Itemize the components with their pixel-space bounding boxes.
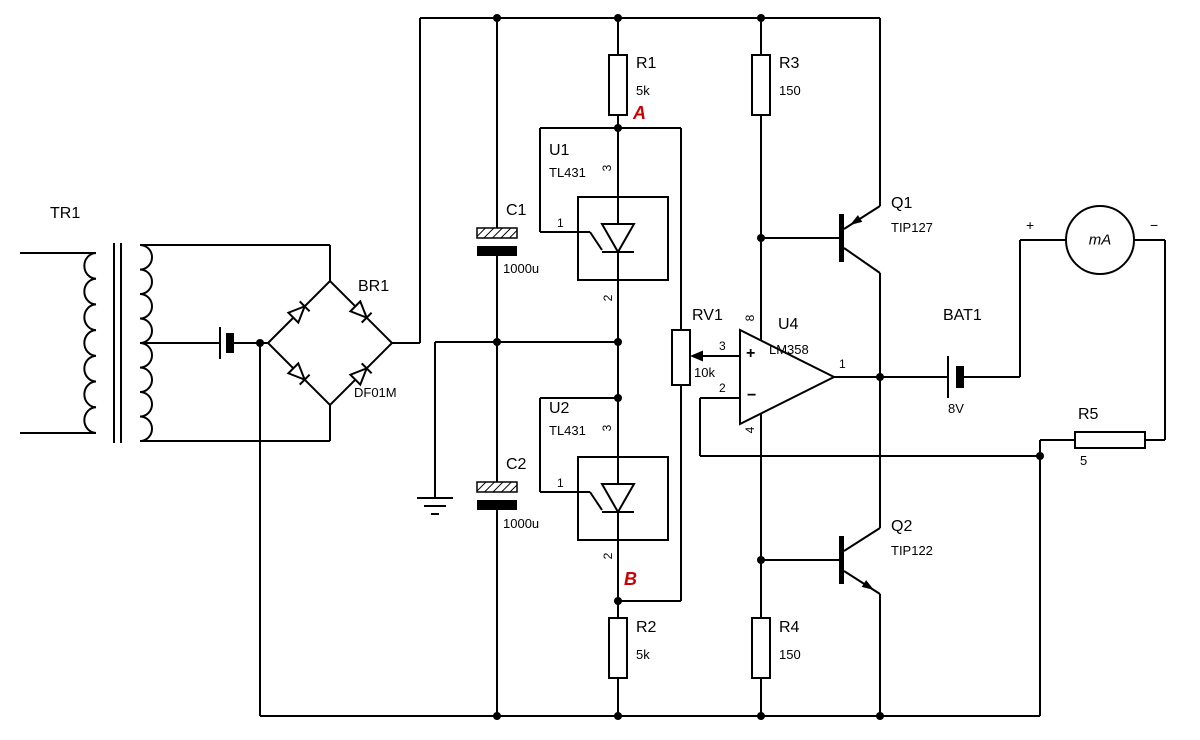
u1-pin1-label: 1 [557,216,564,230]
u4-pin8-label: 8 [743,314,757,322]
r4-value-label: 150 [779,647,801,662]
r2-value-label: 5k [636,647,650,662]
u4-value-label: LM358 [769,342,809,357]
junction-dot-node-b [614,597,622,605]
q1-ref-label: Q1 [891,195,913,212]
junction-dot [876,373,884,381]
bat1-ref-label: BAT1 [943,307,982,324]
capacitor-c2 [476,481,518,510]
resistor-r2 [608,617,628,679]
u1-ref-label: U1 [549,142,570,159]
junction-dot [757,14,765,22]
junction-dot [614,394,622,402]
wires [20,17,1166,717]
node-a-label: A [633,103,646,123]
ammeter-minus-sign: − [1150,217,1159,233]
diode [286,361,311,386]
ammeter-body [1065,205,1135,275]
q2-ref-label: Q2 [891,518,913,535]
rv1-value-label: 10k [694,365,715,380]
junction-dot-node-a [614,124,622,132]
primary-winding [83,252,97,434]
potentiometer-rv1 [671,329,703,386]
earth-ground-symbol [417,497,453,515]
u4-pin2-label: 2 [719,381,726,395]
junction-dot [876,712,884,720]
r5-ref-label: R5 [1078,406,1099,423]
junction-dot [757,712,765,720]
resistor-r1 [608,54,628,116]
r4-ref-label: R4 [779,619,800,636]
junction-dots [256,14,1044,720]
resistor-r5 [1074,431,1146,449]
u2-pin1-label: 1 [557,476,564,490]
junction-dot [256,339,264,347]
transformer-tr1 [83,243,153,443]
junction-dot [757,234,765,242]
junction-dot [1036,452,1044,460]
u4-inverting-sign: − [747,387,757,404]
resistor-r3 [751,54,771,116]
u1-pin3-label: 3 [600,164,614,172]
u2-pin2-label: 2 [601,552,615,560]
u1-value-label: TL431 [549,165,586,180]
shunt-regulator-u1 [577,196,669,281]
u4-pin1-label: 1 [839,357,846,371]
junction-dot [493,712,501,720]
diode [286,300,311,325]
shunt-regulator-u2 [577,456,669,541]
rv1-ref-label: RV1 [692,307,723,324]
emitter-arrow [861,580,874,590]
u2-ref-label: U2 [549,400,570,417]
emitter-arrow [850,215,863,225]
transistor-q2 [839,527,881,595]
center-tap-symbol [219,327,234,359]
q2-value-label: TIP122 [891,543,933,558]
c2-value-label: 1000u [503,516,540,531]
u4-pin3-label: 3 [719,339,726,353]
c1-ref-label: C1 [506,202,527,219]
u2-pin3-label: 3 [600,424,614,432]
junction-dot [614,712,622,720]
diode [348,362,373,387]
bridge-rectifier-br1 [266,279,394,407]
diode [348,299,373,324]
junction-dot [493,14,501,22]
r1-ref-label: R1 [636,55,657,72]
capacitor-c1 [476,227,518,256]
junction-dot [493,338,501,346]
transistor-q1 [839,205,881,274]
ammeter-label: mA [1088,231,1112,249]
c1-value-label: 1000u [503,261,540,276]
r3-value-label: 150 [779,83,801,98]
bat1-value-label: 8V [948,401,964,416]
c2-ref-label: C2 [506,456,527,473]
opamp-u4 [739,328,837,426]
wiper-arrow [690,350,703,362]
br1-value-label: DF01M [354,385,397,400]
battery-bat1 [947,356,964,398]
secondary-winding [139,244,153,442]
ammeter-plus-sign: + [1026,217,1035,233]
r5-value-label: 5 [1080,453,1088,468]
junction-dot [614,14,622,22]
r3-ref-label: R3 [779,55,800,72]
resistor-r4 [751,617,771,679]
r1-value-label: 5k [636,83,650,98]
u1-pin2-label: 2 [601,294,615,302]
tr1-ref-label: TR1 [50,205,81,222]
u4-ref-label: U4 [778,316,799,333]
br1-ref-label: BR1 [358,278,390,295]
u4-pin4-label: 4 [743,426,757,434]
u2-value-label: TL431 [549,423,586,438]
node-b-label: B [624,569,637,589]
u4-noninverting-sign: + [746,345,756,362]
q1-value-label: TIP127 [891,220,933,235]
junction-dot [757,556,765,564]
junction-dot [614,338,622,346]
r2-ref-label: R2 [636,619,657,636]
